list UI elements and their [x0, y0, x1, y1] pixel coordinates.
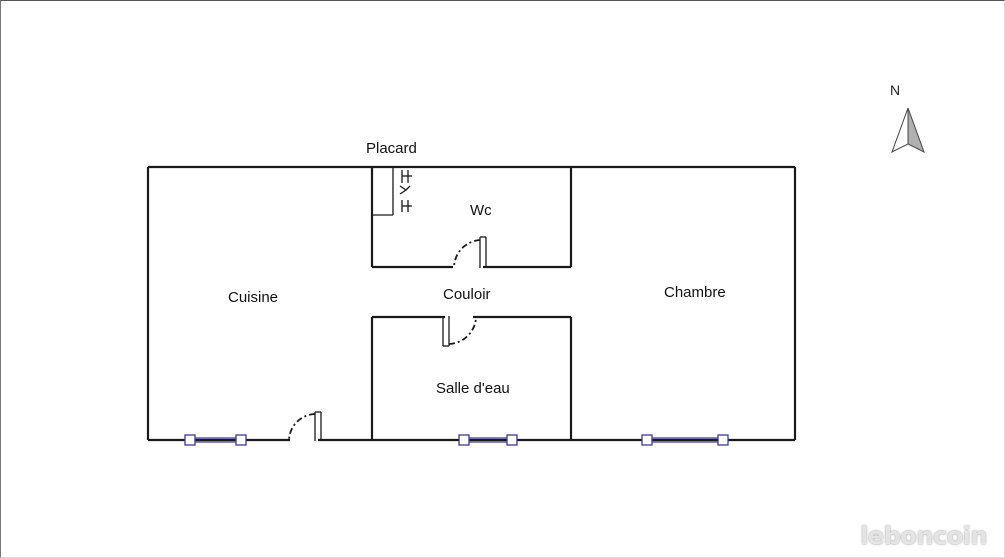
- leboncoin-watermark: leboncoin: [860, 522, 987, 550]
- room-label-salle-eau: Salle d'eau: [436, 380, 510, 397]
- salle-eau-door: [442, 316, 477, 347]
- placard-closet: [372, 167, 412, 216]
- window-cuisine: [184, 434, 247, 446]
- window-salle-eau: [458, 434, 518, 446]
- wc-door: [453, 236, 487, 268]
- room-label-placard: Placard: [366, 140, 417, 157]
- north-label: N: [890, 82, 900, 98]
- wc-walls: [370, 167, 573, 269]
- north-arrow-icon: N: [890, 82, 925, 154]
- window-chambre: [641, 434, 729, 446]
- salle-eau-walls: [370, 315, 573, 440]
- outer-walls: [146, 165, 797, 442]
- room-label-cuisine: Cuisine: [228, 289, 278, 306]
- room-label-couloir: Couloir: [443, 286, 491, 303]
- room-label-chambre: Chambre: [664, 284, 726, 301]
- entrance-door: [288, 411, 322, 441]
- room-label-wc: Wc: [470, 202, 492, 219]
